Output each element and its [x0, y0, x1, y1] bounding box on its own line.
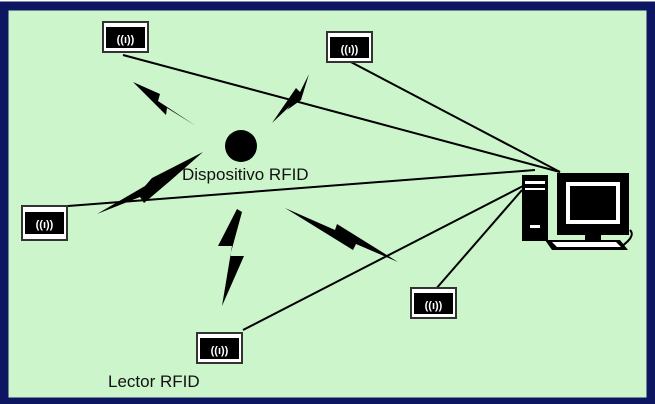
signal-bolts: [97, 74, 398, 306]
line-reader-2: [346, 59, 561, 173]
lightning-signal-icon: [272, 74, 309, 123]
lightning-signal-icon: [285, 208, 398, 262]
rfid-reader-icon: [196, 332, 243, 364]
rfid-reader-icon: [326, 31, 373, 63]
line-reader-5: [434, 189, 523, 291]
device-label: Dispositivo RFID: [182, 165, 309, 184]
lightning-signal-icon: [97, 152, 203, 214]
line-reader-4: [242, 184, 526, 331]
reader-icon-glyph: ((ı)): [36, 219, 54, 231]
reader-icon-glyph: ((ı)): [211, 345, 229, 357]
lightning-signal-icon: [218, 209, 244, 306]
lightning-signal-icon: [133, 82, 196, 126]
reader-icon-glyph: ((ı)): [117, 34, 135, 46]
desktop-computer-icon: [522, 173, 633, 250]
rfid-reader-icon: [102, 21, 149, 53]
reader-icon-glyph: ((ı)): [425, 300, 443, 312]
reader-icon-glyph: ((ı)): [341, 44, 359, 56]
rfid-reader-icon: [21, 205, 68, 241]
rfid-reader-icon: [410, 287, 457, 319]
rfid-tag-dot-icon: [225, 130, 257, 162]
line-reader-1: [122, 54, 561, 173]
reader-label: Lector RFID: [108, 372, 200, 391]
